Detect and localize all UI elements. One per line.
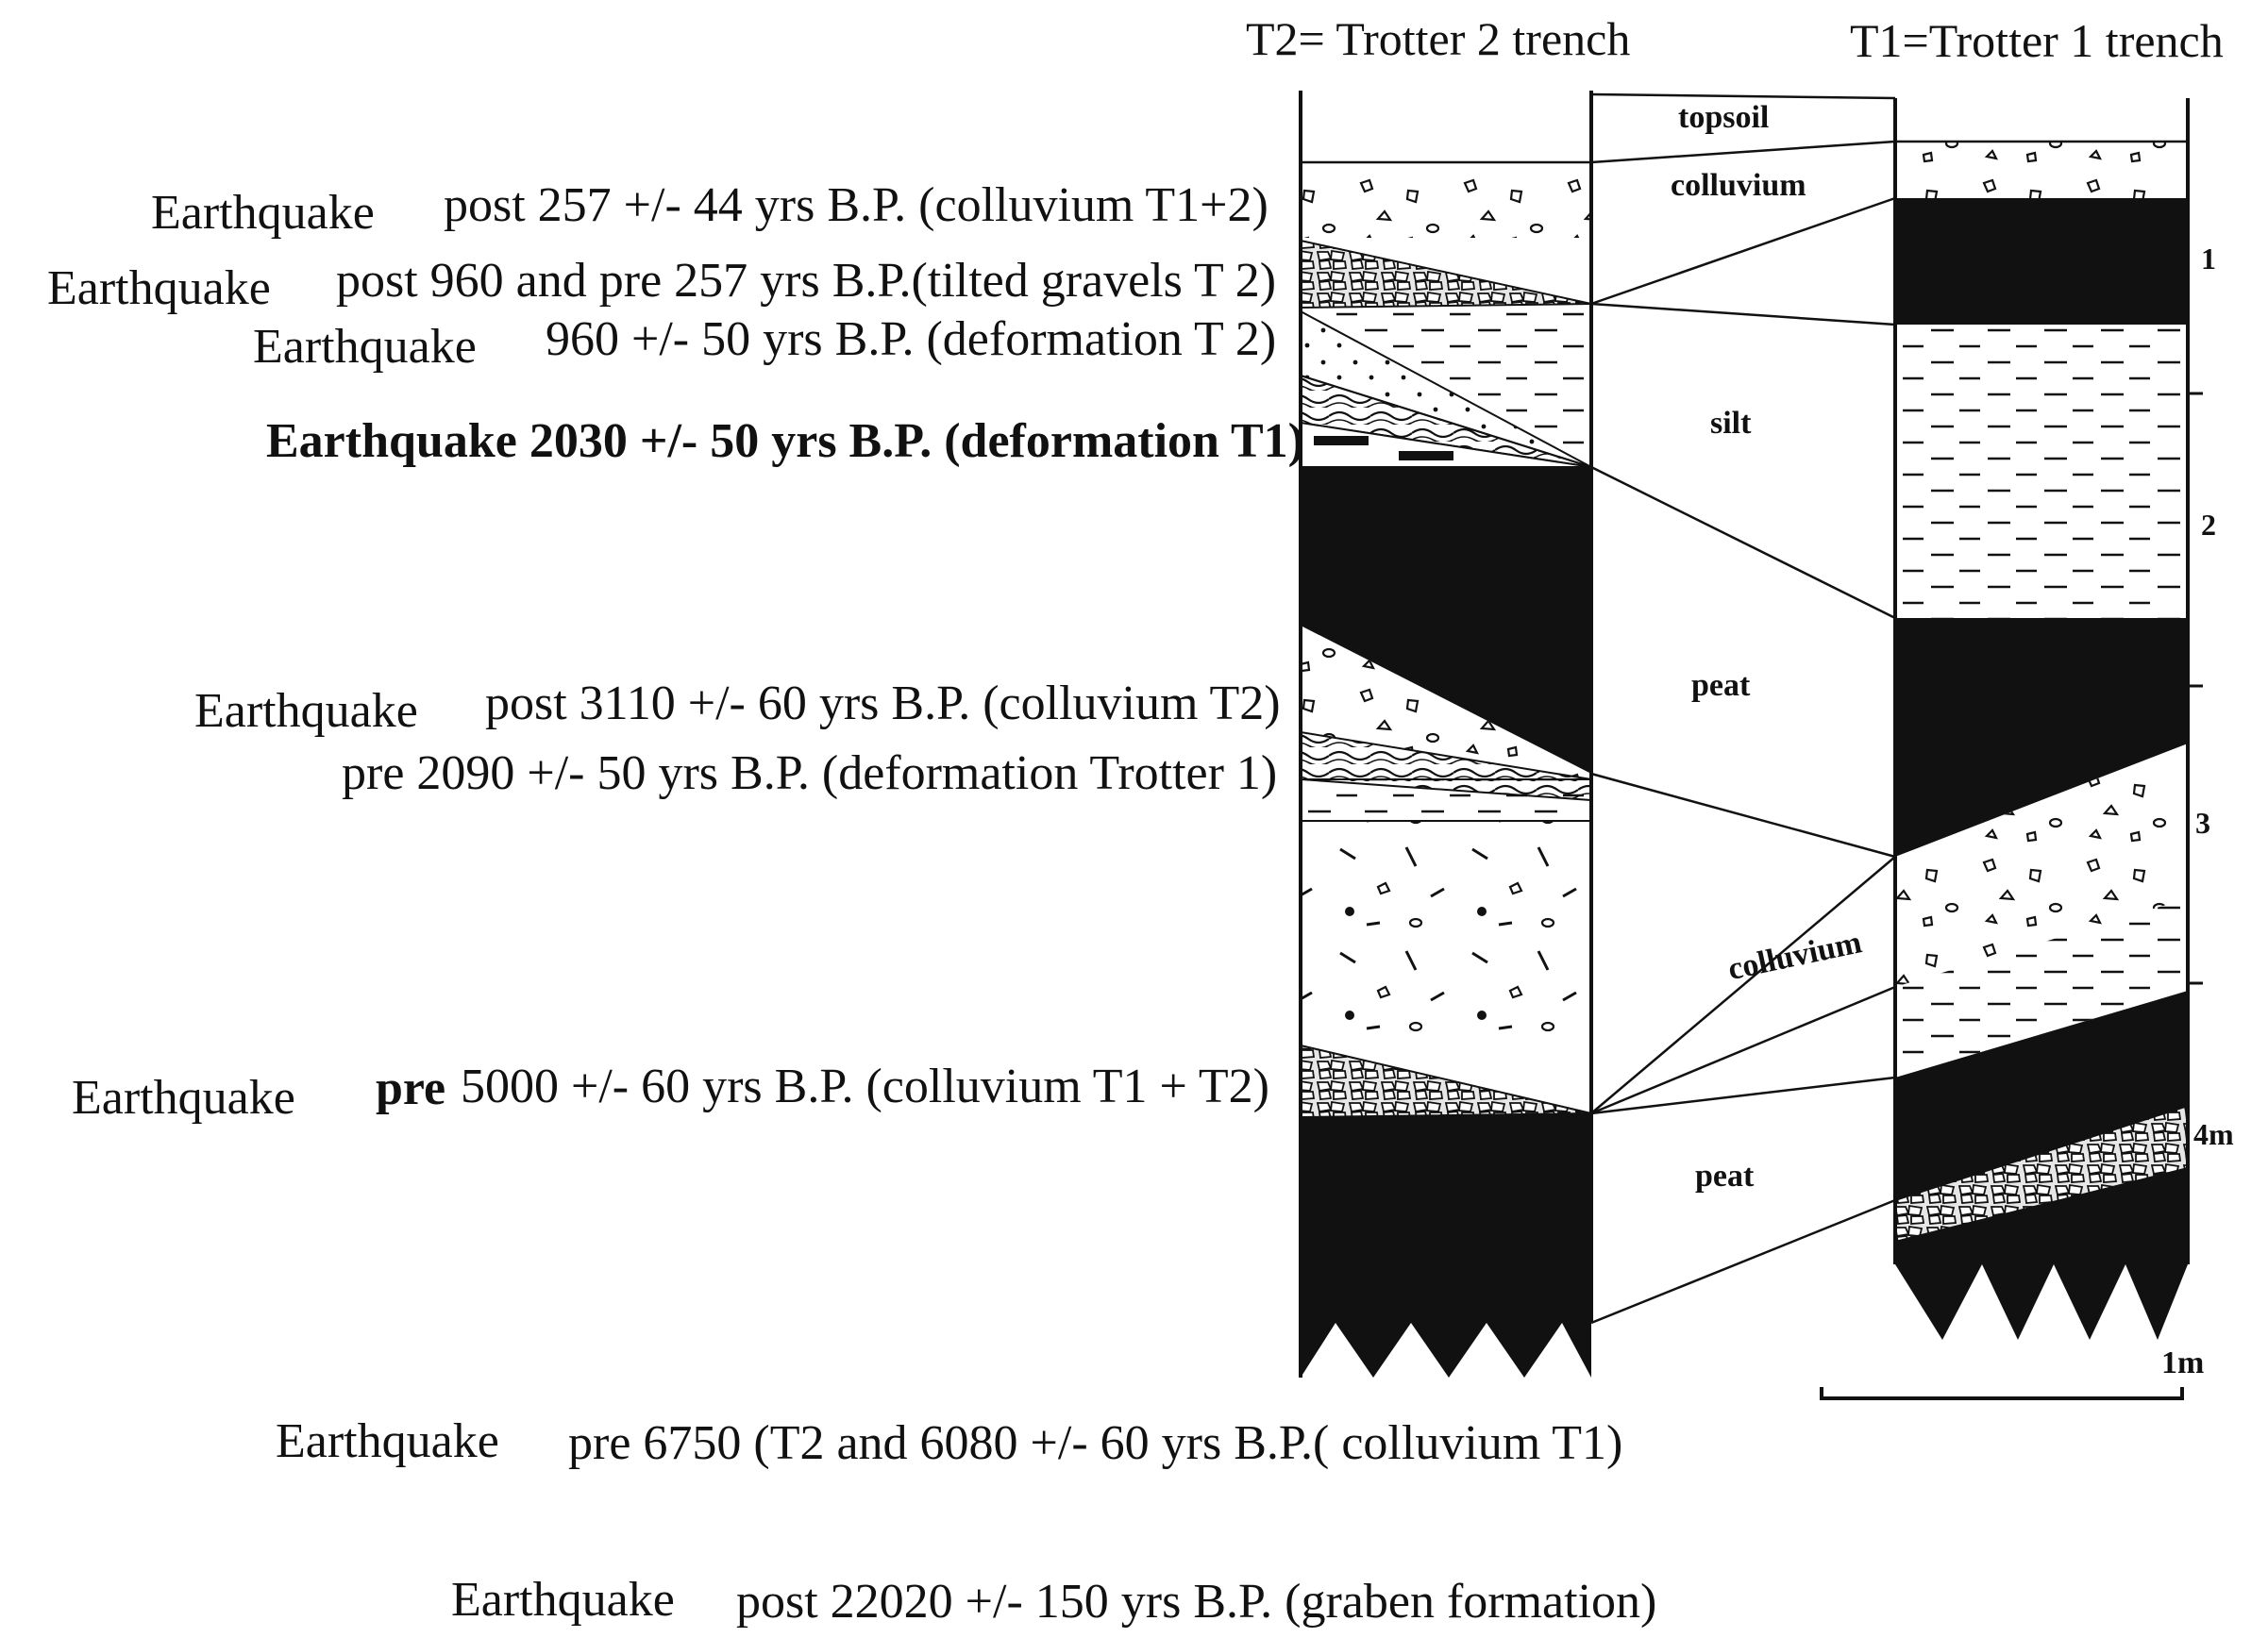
t2-tilted-gravels xyxy=(1300,239,1592,309)
t1-header: T1=Trotter 1 trench xyxy=(1850,14,2224,67)
unit-silt: silt xyxy=(1710,406,1752,441)
depth-label: 1 xyxy=(2201,242,2216,276)
t1-colluvium xyxy=(1895,744,2188,987)
correlation-line xyxy=(1590,772,1896,859)
event-detail: post 960 and pre 257 yrs B.P.(tilted gra… xyxy=(336,254,1277,308)
correlation-line xyxy=(1590,1198,1896,1325)
t1-peat-lower xyxy=(1895,991,2188,1200)
event-detail: pre 6750 (T2 and 6080 +/- 60 yrs B.P.( c… xyxy=(568,1416,1623,1470)
correlation-line xyxy=(1590,140,1896,164)
depth-label: 3 xyxy=(2195,806,2210,840)
t1-colluvium-top xyxy=(1895,142,2188,198)
peat-lens-mark xyxy=(1399,451,1453,460)
t1-peat-middle xyxy=(1895,618,2188,857)
event-detail: pre 2090 +/- 50 yrs B.P. (deformation Tr… xyxy=(342,746,1278,800)
t1-column xyxy=(1893,98,2203,1340)
unit-peat-upper: peat xyxy=(1691,668,1751,703)
t1-silt-lower xyxy=(1895,898,2188,1078)
event-detail: 5000 +/- 60 yrs B.P. (colluvium T1 + T2) xyxy=(461,1060,1269,1113)
event-label: Earthquake xyxy=(451,1573,675,1627)
correlation-panel xyxy=(1589,92,1896,1325)
t2-colluvium-top xyxy=(1301,162,1591,238)
scale-bar-label: 1m xyxy=(2161,1346,2205,1380)
t2-gravel-lower xyxy=(1300,1044,1592,1119)
correlation-line xyxy=(1590,856,1896,1114)
scale-bar xyxy=(1820,1387,2184,1400)
event-detail: post 22020 +/- 150 yrs B.P. (graben form… xyxy=(736,1575,1657,1629)
t2-peat-lower xyxy=(1301,1113,1591,1378)
correlation-line xyxy=(1590,985,1896,1115)
t1-silt xyxy=(1895,325,2188,618)
event-detail: post 257 +/- 44 yrs B.P. (colluvium T1+2… xyxy=(444,178,1268,232)
t2-peat-upper xyxy=(1301,467,1591,774)
t1-topsoil xyxy=(1895,100,2188,142)
correlation-top-edge xyxy=(1590,92,1896,100)
t2-debris-colluvium xyxy=(1301,821,1591,1047)
event-label: Earthquake xyxy=(194,684,418,738)
correlation-line xyxy=(1590,1076,1896,1115)
event-label: Earthquake xyxy=(151,186,375,240)
t2-colluvium-mid xyxy=(1301,626,1591,779)
t1-peat-base xyxy=(1895,1168,2188,1340)
t2-topsoil xyxy=(1301,94,1591,162)
event-detail: 960 +/- 50 yrs B.P. (deformation T 2) xyxy=(546,312,1277,366)
event-detail: post 3110 +/- 60 yrs B.P. (colluvium T2) xyxy=(485,677,1281,730)
depth-label: 4m xyxy=(2193,1117,2234,1151)
t2-silt-upper xyxy=(1301,304,1591,467)
unit-topsoil: topsoil xyxy=(1678,100,1770,135)
depth-label: 2 xyxy=(2201,508,2216,542)
correlation-line xyxy=(1590,196,1896,306)
t2-silt-lower xyxy=(1301,779,1591,821)
correlation-line xyxy=(1590,465,1896,620)
t2-column xyxy=(1299,91,1593,1378)
peat-lens-mark xyxy=(1314,436,1369,445)
t2-header: T2= Trotter 2 trench xyxy=(1246,12,1631,65)
event-prefix: pre xyxy=(376,1061,446,1115)
event-label: Earthquake xyxy=(72,1071,295,1125)
t1-peat-upper xyxy=(1895,198,2188,325)
unit-colluvium-top: colluvium xyxy=(1671,168,1806,203)
event-label: Earthquake xyxy=(276,1414,499,1468)
event-label: Earthquake xyxy=(47,261,271,315)
event-label: Earthquake 2030 +/- 50 yrs B.P. (deforma… xyxy=(266,414,1304,468)
unit-peat-lower: peat xyxy=(1695,1159,1755,1194)
event-label: Earthquake xyxy=(253,320,477,374)
correlation-line xyxy=(1590,302,1896,326)
